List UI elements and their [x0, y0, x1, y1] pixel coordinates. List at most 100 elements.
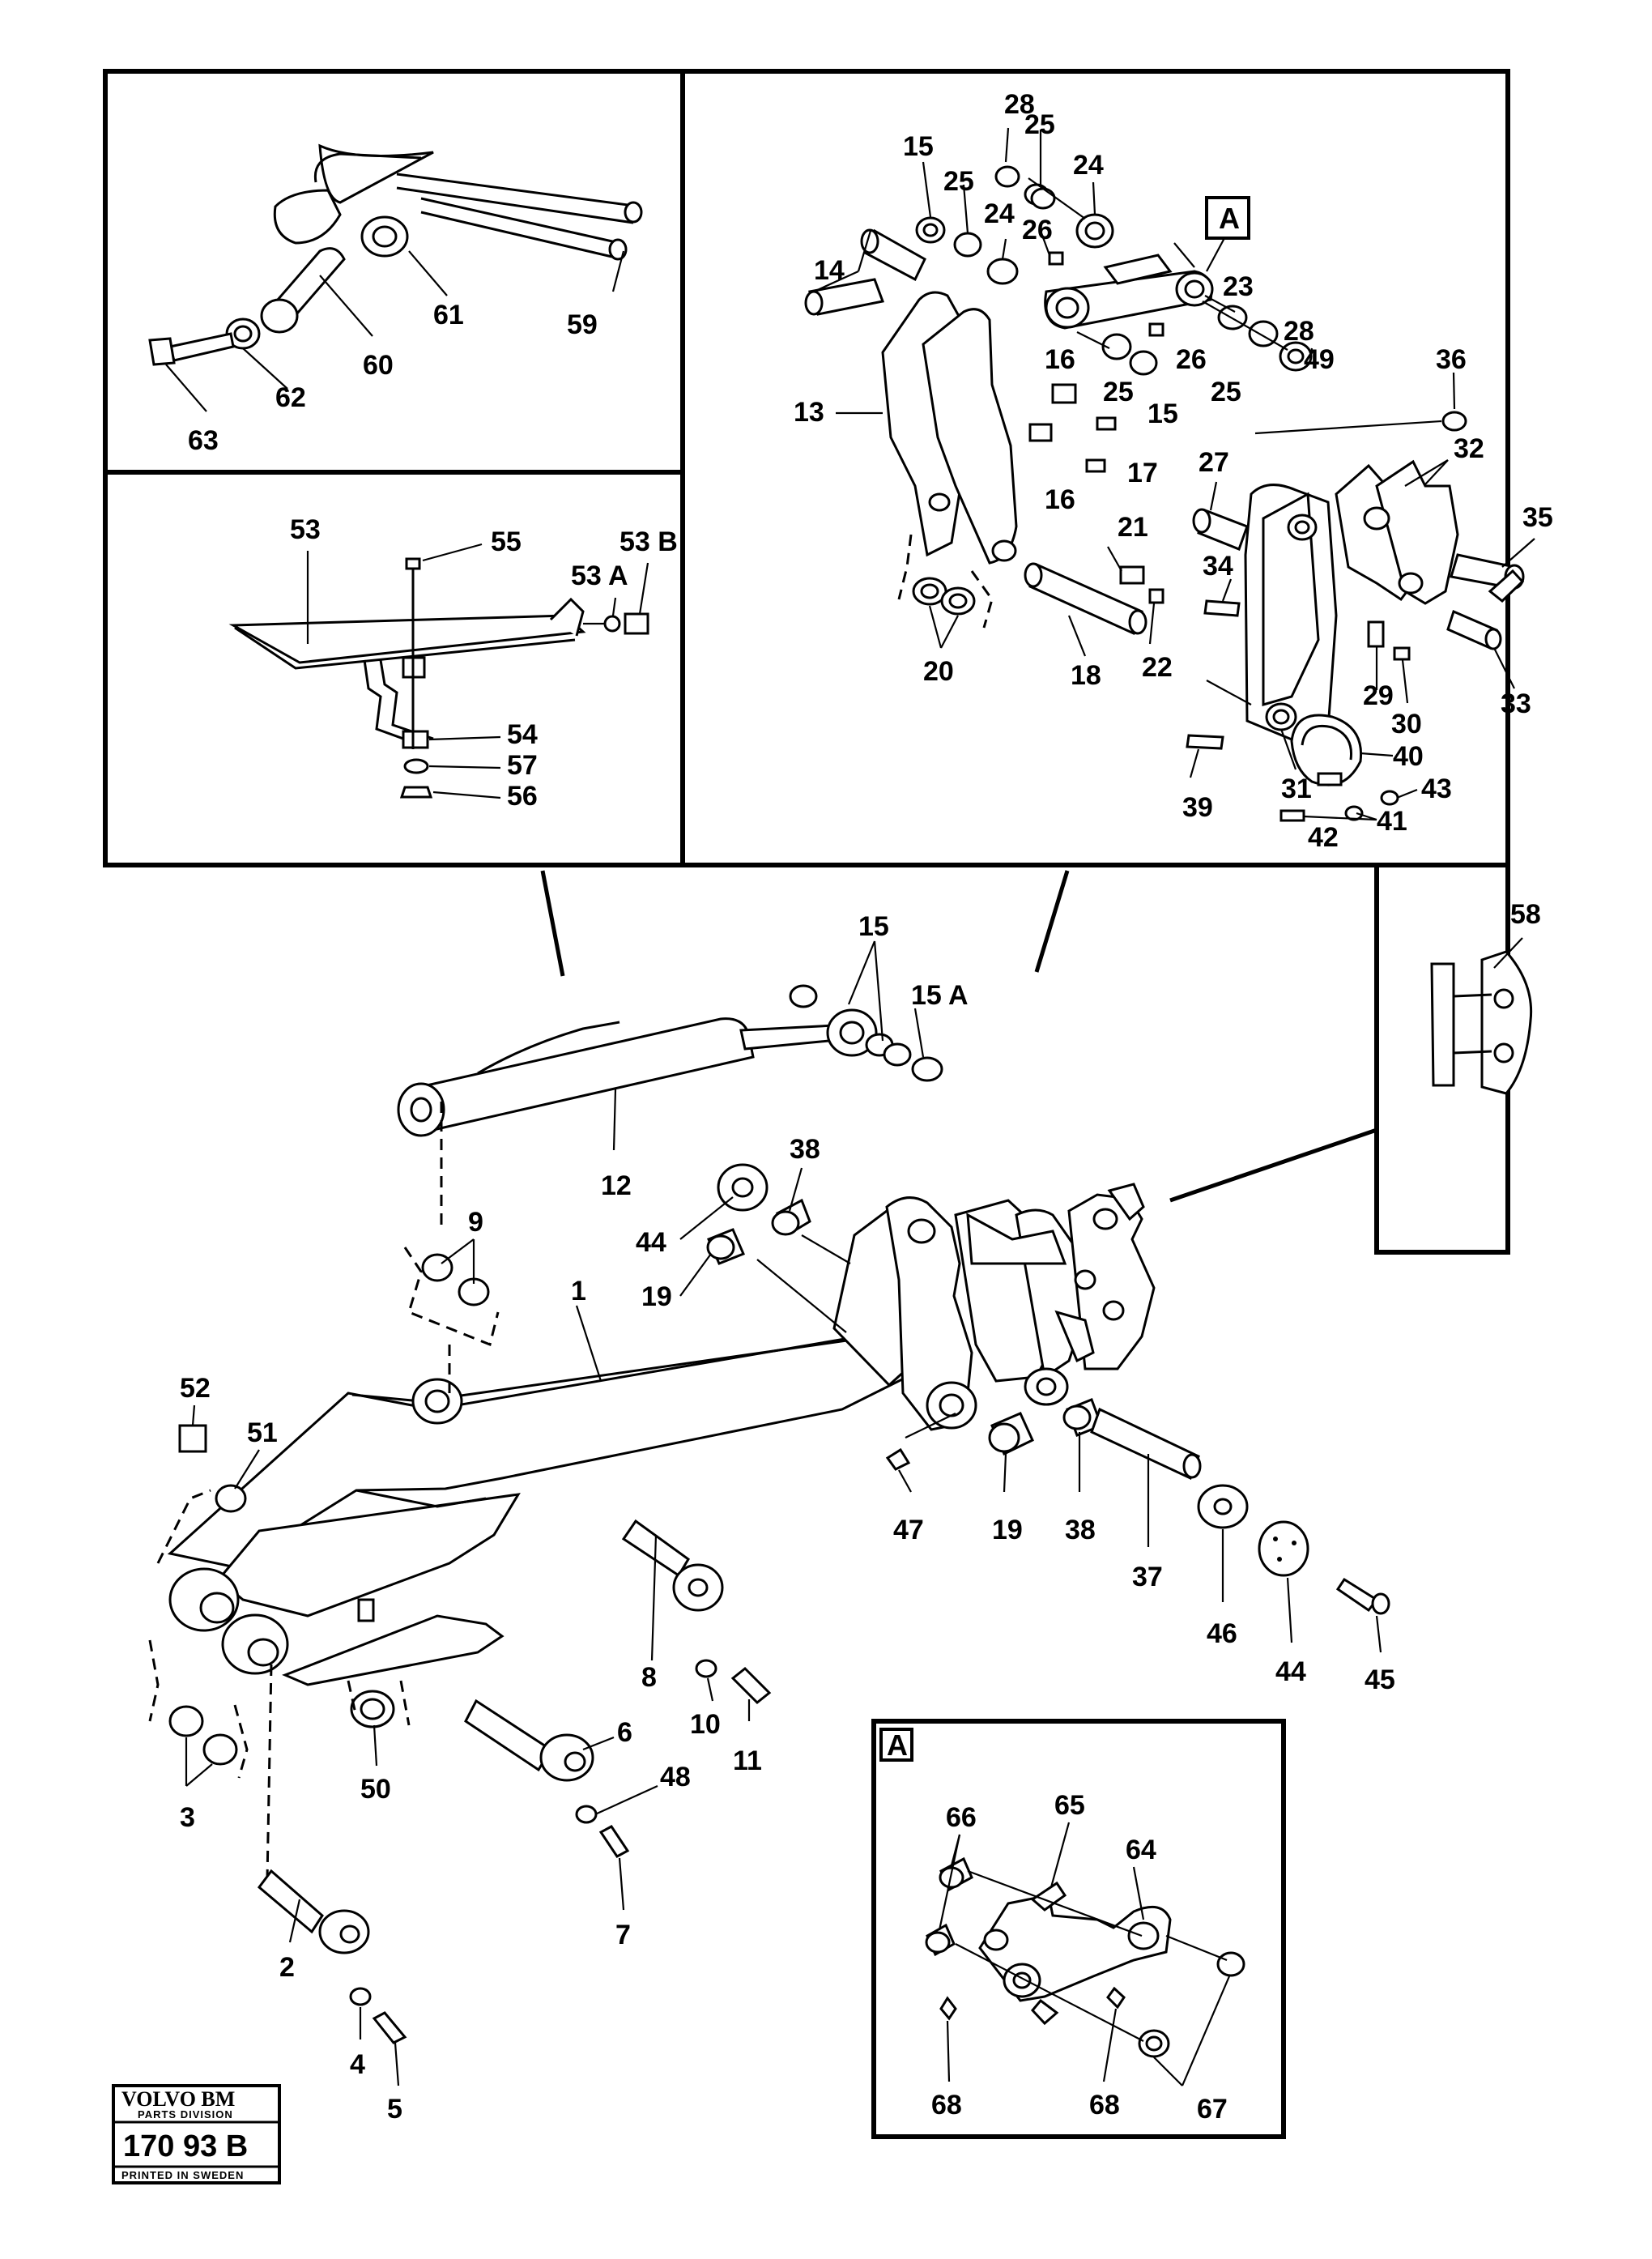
callout-21: 21 — [1118, 512, 1148, 543]
callout-36: 36 — [1436, 344, 1467, 375]
callout-16a: 16 — [1045, 344, 1075, 375]
callout-30: 30 — [1391, 709, 1422, 740]
callout-51: 51 — [247, 1417, 278, 1448]
callout-57: 57 — [507, 750, 538, 781]
callout-18: 18 — [1071, 660, 1101, 691]
callout-28a: 28 — [1004, 89, 1035, 120]
callout-56: 56 — [507, 781, 538, 812]
callout-leaders — [165, 127, 1535, 2086]
callout-25c: 25 — [1103, 377, 1134, 407]
callout-14: 14 — [814, 255, 845, 286]
inset-linkage — [804, 165, 1525, 822]
callout-15c: 15 — [858, 911, 889, 942]
callout-68b: 68 — [1089, 2090, 1120, 2120]
callout-46: 46 — [1207, 1618, 1237, 1649]
callout-41: 41 — [1377, 806, 1407, 837]
callout-12: 12 — [601, 1170, 632, 1201]
callout-10: 10 — [690, 1709, 721, 1740]
callout-35: 35 — [1522, 502, 1553, 533]
callout-65: 65 — [1054, 1790, 1085, 1821]
callout-59: 59 — [567, 309, 598, 340]
callout-61: 61 — [433, 300, 464, 330]
callout-6: 6 — [617, 1717, 632, 1748]
callout-4: 4 — [350, 2049, 365, 2080]
callout-13: 13 — [794, 397, 824, 428]
callout-63: 63 — [188, 425, 219, 456]
callout-66: 66 — [946, 1802, 977, 1833]
detail-marker-a-inset: A — [887, 1728, 908, 1762]
volvo-bm-logo: VOLVO BM PARTS DIVISION 170 93 B PRINTED… — [112, 2084, 281, 2184]
logo-division: PARTS DIVISION — [138, 2108, 233, 2120]
callout-34: 34 — [1203, 551, 1233, 582]
detail-a — [925, 1856, 1245, 2058]
callout-15a-main: 15 A — [911, 980, 969, 1011]
callout-8: 8 — [641, 1662, 657, 1693]
callout-53a: 53 A — [571, 560, 628, 591]
callout-24a: 24 — [1073, 150, 1104, 181]
callout-23: 23 — [1223, 271, 1254, 302]
callout-38b: 38 — [1065, 1515, 1096, 1545]
logo-brand: VOLVO BM — [121, 2087, 235, 2111]
callout-60: 60 — [363, 350, 394, 381]
inset-hook-58 — [1430, 950, 1533, 1095]
callout-58: 58 — [1510, 899, 1541, 930]
callout-50: 50 — [360, 1774, 391, 1805]
inset-frames: A A — [103, 69, 1510, 2139]
callout-19a: 19 — [641, 1281, 672, 1312]
callout-9: 9 — [468, 1207, 483, 1238]
callout-22: 22 — [1142, 652, 1173, 683]
callout-29: 29 — [1363, 680, 1394, 711]
leader-to-insets — [540, 870, 1377, 1203]
callout-42: 42 — [1308, 822, 1339, 853]
callout-44b: 44 — [1275, 1656, 1306, 1687]
callout-24b: 24 — [984, 198, 1015, 229]
callout-67: 67 — [1197, 2094, 1228, 2125]
callout-38a: 38 — [790, 1134, 820, 1165]
callout-68a: 68 — [931, 2090, 962, 2120]
callout-53: 53 — [290, 514, 321, 545]
callout-25a: 25 — [1024, 109, 1055, 140]
callout-1: 1 — [571, 1276, 586, 1306]
callout-62: 62 — [275, 382, 306, 413]
main-assembly — [148, 984, 1390, 2044]
callout-19b: 19 — [992, 1515, 1023, 1545]
callout-55: 55 — [491, 526, 522, 557]
logo-printed: PRINTED IN SWEDEN — [121, 2169, 244, 2181]
callout-3: 3 — [180, 1802, 195, 1833]
callout-33: 33 — [1501, 688, 1531, 719]
callout-48: 48 — [660, 1762, 691, 1792]
callout-31: 31 — [1281, 774, 1312, 804]
callout-44a: 44 — [636, 1227, 666, 1258]
callout-39: 39 — [1182, 792, 1213, 823]
callout-16b: 16 — [1045, 484, 1075, 515]
callout-25b: 25 — [943, 166, 974, 197]
callout-11: 11 — [733, 1745, 762, 1776]
detail-marker-a-top: A — [1219, 202, 1240, 235]
callout-49: 49 — [1304, 344, 1335, 375]
callout-47: 47 — [893, 1515, 924, 1545]
callout-labels: 59 61 60 62 63 53 55 53 B 53 A 54 57 56 … — [180, 89, 1553, 2125]
logo-drawing-number: 170 93 B — [123, 2129, 248, 2163]
callout-2: 2 — [279, 1952, 295, 1983]
callout-27: 27 — [1199, 447, 1229, 478]
callout-15a: 15 — [903, 131, 934, 162]
callout-20: 20 — [923, 656, 954, 687]
callout-40: 40 — [1393, 741, 1424, 772]
callout-5: 5 — [387, 2094, 402, 2125]
callout-17: 17 — [1127, 458, 1158, 488]
callout-53b: 53 B — [620, 526, 678, 557]
callout-37: 37 — [1132, 1562, 1163, 1592]
inset-cover — [228, 557, 649, 799]
callout-43: 43 — [1421, 774, 1452, 804]
callout-25d: 25 — [1211, 377, 1241, 407]
callout-26b: 26 — [1176, 344, 1207, 375]
inset-lever — [148, 143, 643, 366]
callout-45: 45 — [1365, 1664, 1395, 1695]
callout-52: 52 — [180, 1373, 211, 1404]
callout-26a: 26 — [1022, 215, 1053, 245]
callout-15b: 15 — [1147, 399, 1178, 429]
callout-54: 54 — [507, 719, 538, 750]
callout-28b: 28 — [1284, 316, 1314, 347]
callout-7: 7 — [615, 1920, 631, 1950]
